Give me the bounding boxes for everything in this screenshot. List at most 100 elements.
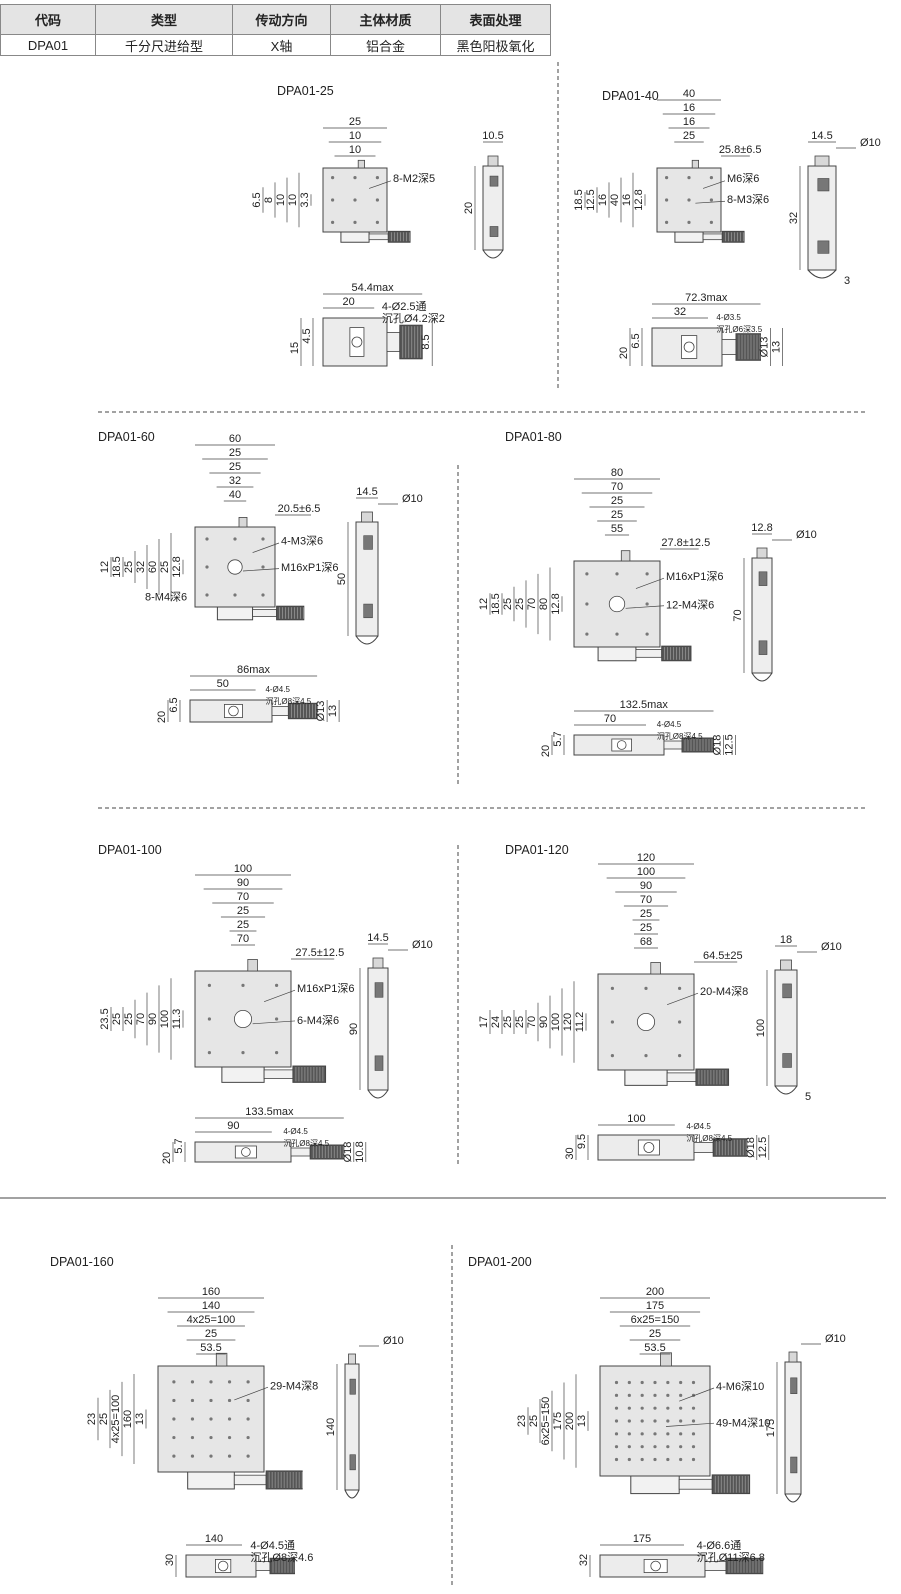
mount-hole	[666, 1457, 670, 1462]
mount-hole	[679, 1432, 683, 1436]
side-slot	[782, 1053, 792, 1068]
mount-hole	[172, 1435, 176, 1440]
side-lock-screw	[814, 155, 830, 167]
mount-hole	[679, 1406, 683, 1410]
carriage-base	[187, 1471, 235, 1490]
dimension-label: 50	[336, 573, 348, 585]
dimension-label: 25	[649, 1328, 661, 1340]
dimension-label: 10.8	[354, 1141, 366, 1162]
side-slot	[489, 226, 499, 237]
dimension-label: 沉孔Ø8深4.5	[283, 1139, 329, 1148]
spec-cell: DPA01	[0, 34, 96, 56]
mount-hole	[331, 176, 335, 180]
dimension-label: 沉孔Ø8深4.6	[250, 1551, 313, 1564]
dimension-label: 10	[287, 194, 299, 206]
mount-hole	[678, 1020, 682, 1024]
mount-hole	[627, 1406, 631, 1410]
dimension-label: 10	[349, 144, 361, 156]
dimension-label: Ø10	[412, 939, 433, 951]
dimension-label: Ø18	[342, 1142, 354, 1163]
carriage-base	[630, 1475, 680, 1495]
leader-line	[695, 200, 726, 204]
dimension-label: 13	[771, 341, 783, 353]
mount-hole	[665, 220, 669, 224]
dimension-label: 140	[202, 1300, 220, 1312]
mount-hole	[640, 1445, 644, 1449]
micrometer-knob-icon	[387, 230, 411, 243]
mount-hole	[691, 1380, 696, 1385]
carriage-base	[597, 646, 637, 662]
micrometer-knob-icon	[292, 1065, 327, 1083]
dimension-label: 30	[564, 1147, 576, 1159]
mount-hole	[615, 572, 619, 576]
mount-hole	[666, 1432, 670, 1436]
dimension-label: 20	[342, 296, 354, 308]
dimension-label: 70	[237, 933, 249, 945]
mount-hole	[610, 986, 615, 991]
mount-hole	[614, 1406, 619, 1410]
mount-hole	[644, 1054, 648, 1058]
dimension-label: 14.5	[811, 130, 832, 142]
carriage-base	[221, 1066, 265, 1083]
mount-hole	[375, 176, 379, 180]
micrometer-sleeve	[702, 233, 723, 241]
dimension-label: 沉孔Ø11深6.8	[697, 1551, 765, 1564]
mount-hole	[172, 1380, 176, 1384]
dimension-label: Ø10	[860, 137, 881, 149]
mount-hole	[614, 1393, 619, 1397]
mount-hole	[645, 572, 649, 576]
dimension-label: 25	[98, 1413, 110, 1425]
mount-hole	[679, 1457, 683, 1462]
mount-hole	[653, 1419, 657, 1423]
mount-hole	[261, 537, 265, 541]
mount-hole	[353, 176, 357, 180]
dimension-label: 25	[237, 919, 249, 931]
mount-hole	[665, 198, 669, 202]
dimension-label: 14.5	[367, 932, 388, 944]
mount-hole	[227, 1417, 232, 1421]
dimension-label: 24	[490, 1016, 502, 1028]
side-lock-screw	[788, 1351, 798, 1363]
dimension-label: 4x25=100	[187, 1314, 236, 1326]
mount-hole	[207, 1017, 211, 1021]
micrometer-sleeve	[635, 649, 663, 658]
front-hole	[683, 341, 695, 353]
dimension-label: Ø18	[745, 1137, 757, 1158]
dimension-label: 沉孔Ø8深4.5	[657, 732, 703, 741]
side-slot	[782, 983, 792, 999]
mount-hole	[233, 593, 237, 597]
mount-hole	[209, 1435, 213, 1440]
leader-line	[242, 568, 280, 572]
side-lock-screw	[372, 957, 384, 969]
knurl-body	[287, 702, 318, 720]
side-slot	[790, 1377, 798, 1394]
mount-hole	[375, 220, 379, 224]
dimension-label: 10	[349, 130, 361, 142]
dimension-label: 5.7	[173, 1138, 185, 1153]
knurl-body	[712, 1138, 748, 1157]
dimension-label: 25	[611, 509, 623, 521]
mount-hole	[691, 1419, 696, 1423]
dimension-label: Ø10	[383, 1335, 404, 1347]
mount-hole	[640, 1380, 644, 1385]
mount-hole	[709, 220, 714, 224]
mount-hole	[172, 1398, 176, 1403]
dimension-label: 沉孔Ø8深4.5	[686, 1134, 732, 1143]
mount-hole	[640, 1457, 644, 1462]
dimension-label: 20	[161, 1152, 173, 1164]
dimension-label: 25	[683, 130, 695, 142]
spec-header: 主体材质	[330, 4, 441, 35]
dimension-label: 4-M3深6	[281, 535, 323, 548]
mount-hole	[709, 198, 714, 202]
dimension-label: 12.8	[171, 556, 183, 577]
dimension-label: 23	[516, 1415, 528, 1427]
carriage-base	[674, 231, 704, 243]
mount-hole	[653, 1432, 657, 1436]
mount-hole	[615, 632, 619, 636]
mount-hole	[645, 632, 649, 636]
dimension-label: Ø13	[759, 337, 771, 358]
micrometer-knob-icon	[681, 737, 714, 753]
dimension-label: 5	[805, 1091, 811, 1103]
mount-hole	[679, 1419, 683, 1423]
dimension-label: 4.5	[301, 328, 313, 343]
